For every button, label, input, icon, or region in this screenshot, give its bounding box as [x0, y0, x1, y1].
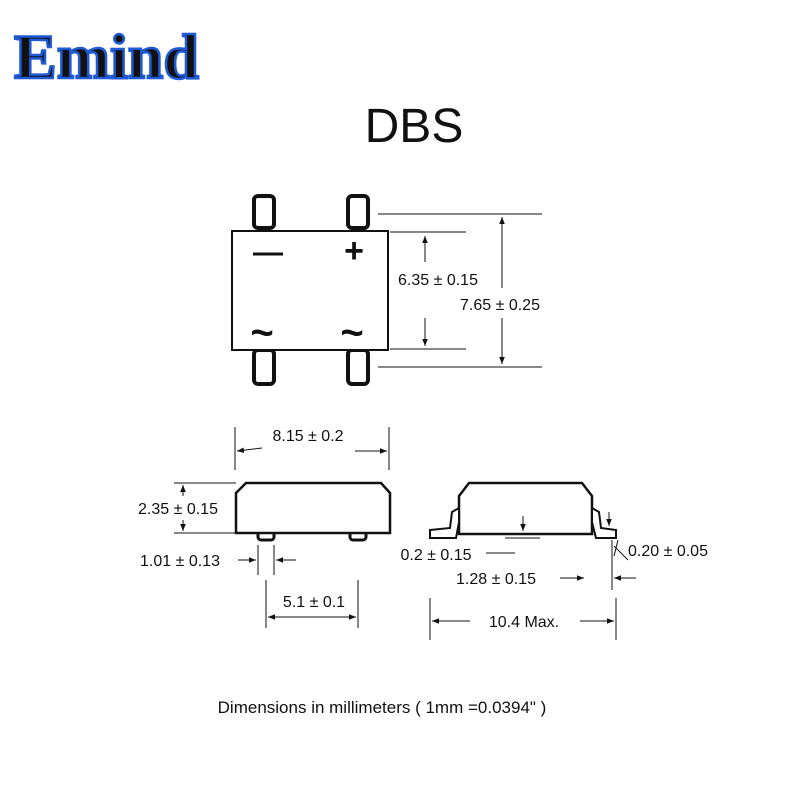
- dim-inner-height: 6.35 ± 0.15: [398, 272, 478, 289]
- top-view: [231, 194, 389, 386]
- plus-terminal-label: +: [344, 232, 364, 270]
- dim-lead-pitch: 5.1 ± 0.1: [283, 594, 345, 611]
- dim-standoff: 0.2 ± 0.15: [400, 547, 471, 564]
- ac-terminal-right-label: ~: [340, 311, 363, 355]
- package-body-side: [234, 481, 392, 535]
- lead-end-left: [429, 506, 460, 539]
- package-title: DBS: [365, 100, 464, 153]
- dim-outer-height: 7.65 ± 0.25: [460, 297, 540, 314]
- dim-foot-length: 1.28 ± 0.15: [456, 571, 536, 588]
- side-view: [234, 481, 392, 542]
- end-view-dimension-lines: [429, 512, 636, 640]
- brand-logo: Emind: [14, 21, 199, 92]
- package-body-top: [231, 230, 389, 351]
- end-view: [429, 481, 617, 539]
- dim-body-height: 2.35 ± 0.15: [138, 501, 218, 518]
- lead-top-left: [252, 194, 276, 230]
- lead-end-right: [591, 506, 617, 539]
- lead-bottom-right: [346, 348, 370, 386]
- dim-lead-thickness: 0.20 ± 0.05: [628, 543, 708, 560]
- ac-terminal-left-label: ~: [250, 311, 273, 355]
- dim-overall-width: 10.4 Max.: [489, 614, 559, 631]
- dim-body-length: 8.15 ± 0.2: [272, 428, 343, 445]
- package-body-end: [457, 481, 594, 536]
- side-view-dimension-lines: [174, 427, 390, 628]
- minus-terminal-label: —: [253, 236, 283, 269]
- lead-bottom-left: [252, 348, 276, 386]
- units-footnote: Dimensions in millimeters ( 1mm =0.0394"…: [218, 698, 547, 717]
- top-view-dimension-lines: [378, 213, 542, 368]
- dim-lead-width: 1.01 ± 0.13: [140, 553, 220, 570]
- lead-top-right: [346, 194, 370, 230]
